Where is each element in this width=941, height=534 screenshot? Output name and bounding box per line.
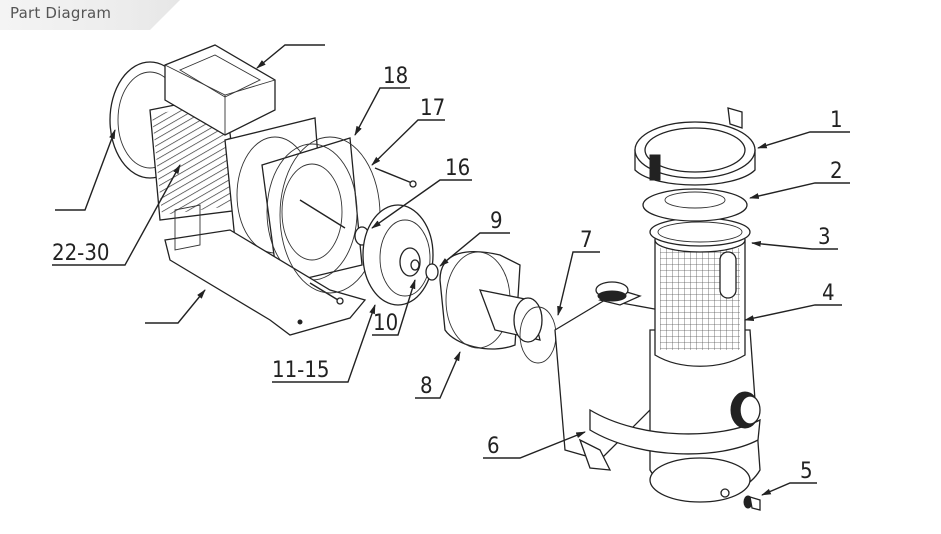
page-title: Part Diagram bbox=[10, 4, 112, 22]
motor-assembly bbox=[109, 44, 417, 336]
callout-11-15: 11-15 bbox=[272, 358, 330, 383]
callout-10: 10 bbox=[373, 311, 398, 336]
callout-labels: 22-30 18 17 16 11-15 10 9 8 7 6 1 2 3 4 … bbox=[52, 64, 843, 484]
callout-4: 4 bbox=[822, 281, 835, 306]
callout-18: 18 bbox=[383, 64, 408, 89]
callout-1: 1 bbox=[830, 108, 843, 133]
callout-7: 7 bbox=[580, 228, 593, 253]
callout-3: 3 bbox=[818, 225, 831, 250]
callout-17: 17 bbox=[420, 96, 445, 121]
lid-2 bbox=[642, 188, 748, 222]
callout-2: 2 bbox=[830, 159, 843, 184]
callout-16: 16 bbox=[445, 156, 470, 181]
leader-lines bbox=[52, 44, 850, 496]
callout-8: 8 bbox=[420, 374, 433, 399]
callout-5: 5 bbox=[800, 459, 813, 484]
diffuser-8 bbox=[439, 250, 543, 350]
header-tab: Part Diagram bbox=[0, 0, 180, 30]
callout-22-30: 22-30 bbox=[52, 241, 110, 266]
plug-9 bbox=[425, 263, 439, 281]
callout-6: 6 bbox=[487, 434, 500, 459]
pump-body bbox=[554, 281, 761, 503]
locking-ring-1 bbox=[634, 107, 756, 186]
callout-9: 9 bbox=[490, 209, 503, 234]
strainer-basket-4 bbox=[654, 227, 746, 367]
drain-plug-5 bbox=[743, 495, 761, 511]
impeller bbox=[362, 204, 434, 306]
